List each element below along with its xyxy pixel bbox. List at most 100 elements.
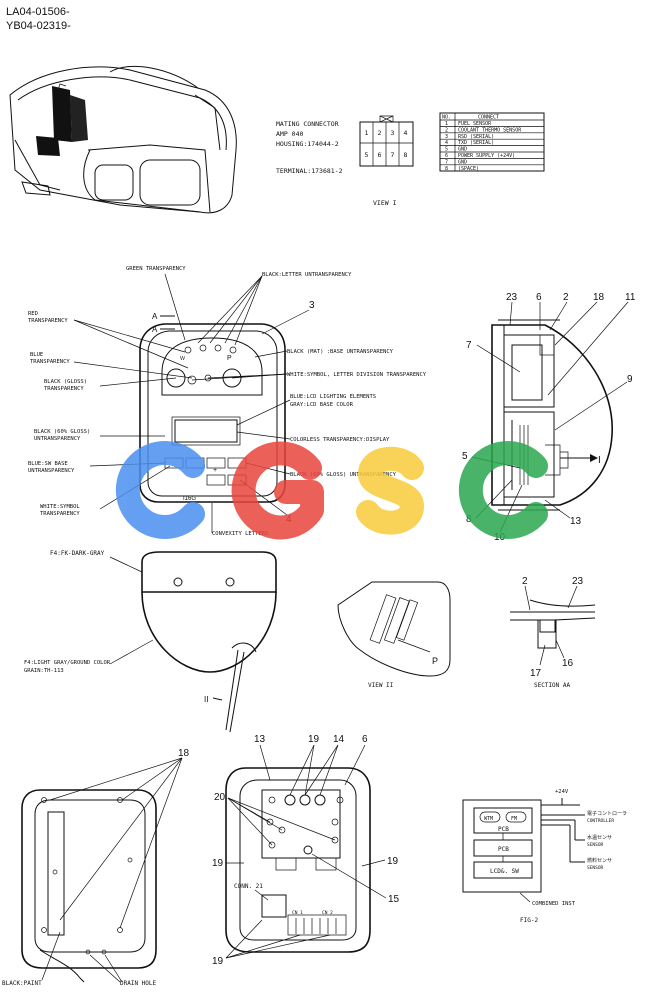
svg-text:5: 5: [445, 147, 448, 153]
svg-text:TXD (SERIAL): TXD (SERIAL): [458, 140, 494, 146]
svg-text:水温センサ: 水温センサ: [587, 834, 612, 841]
svg-text:2: 2: [563, 292, 569, 303]
svg-text:SENSOR: SENSOR: [587, 865, 604, 871]
back-view: 18 BLACK:PAINT DRAIN HOLE: [2, 748, 190, 987]
svg-text:TERMINAL:173681-2: TERMINAL:173681-2: [276, 167, 343, 175]
svg-text:BLACK (60% GLOSS) UNTRANSPAREN: BLACK (60% GLOSS) UNTRANSPARENCY: [290, 472, 397, 478]
svg-text:PCB: PCB: [498, 846, 509, 853]
svg-text:18: 18: [178, 748, 190, 759]
svg-text:8: 8: [445, 166, 448, 172]
svg-text:BLACK (60% GLOSS): BLACK (60% GLOSS): [34, 429, 90, 435]
svg-text:F4:LIGHT GRAY/GROUND COLOR: F4:LIGHT GRAY/GROUND COLOR: [24, 660, 111, 666]
svg-text:23: 23: [572, 576, 584, 587]
svg-text:TRANSPARENCY: TRANSPARENCY: [44, 386, 84, 392]
svg-text:P: P: [227, 355, 232, 362]
svg-text:電子コントローラ: 電子コントローラ: [587, 810, 627, 817]
svg-text:7: 7: [466, 340, 472, 351]
svg-text:COMBINED INST: COMBINED INST: [532, 901, 576, 907]
svg-text:6: 6: [378, 151, 382, 159]
svg-text:13: 13: [570, 516, 582, 527]
svg-text:I: I: [598, 455, 601, 466]
svg-text:GRAY:LCD BASE COLOR: GRAY:LCD BASE COLOR: [290, 402, 354, 408]
part-number-2: YB04-02319-: [6, 20, 71, 32]
svg-text:1: 1: [445, 121, 448, 127]
svg-text:WHITE:SYMBOL: WHITE:SYMBOL: [40, 504, 80, 510]
watermark-letter-1: [115, 441, 205, 539]
svg-text:3: 3: [445, 134, 448, 140]
svg-text:BLACK (MAT) :BASE UNTRANSPAREN: BLACK (MAT) :BASE UNTRANSPARENCY: [287, 349, 394, 355]
svg-text:FM: FM: [511, 816, 517, 822]
svg-text:2: 2: [445, 127, 448, 133]
svg-text:+: +: [213, 467, 217, 474]
watermark-letter-3: [356, 446, 425, 535]
svg-text:17: 17: [530, 668, 542, 679]
svg-text:6: 6: [536, 292, 542, 303]
svg-text:GND: GND: [458, 147, 467, 153]
svg-text:CONN. 21: CONN. 21: [234, 883, 263, 890]
svg-text:+24V: +24V: [555, 789, 569, 795]
svg-text:5: 5: [365, 151, 369, 159]
svg-text:19: 19: [308, 734, 320, 745]
svg-text:POWER SUPPLY (+24V): POWER SUPPLY (+24V): [458, 153, 515, 159]
svg-text:CN 2: CN 2: [322, 910, 333, 916]
svg-text:4: 4: [404, 129, 408, 137]
svg-text:(SPACE): (SPACE): [458, 166, 479, 172]
svg-text:LCD&. SW: LCD&. SW: [490, 868, 519, 875]
svg-text:8: 8: [404, 151, 408, 159]
svg-text:BLUE:LCD LIGHTING ELEMENTS: BLUE:LCD LIGHTING ELEMENTS: [290, 394, 376, 400]
svg-text:9: 9: [627, 374, 633, 385]
svg-text:SECTION AA: SECTION AA: [534, 682, 571, 689]
svg-text:VIEW II: VIEW II: [368, 682, 394, 689]
svg-text:Ｗ: Ｗ: [180, 356, 185, 362]
svg-text:13: 13: [254, 734, 266, 745]
svg-text:1: 1: [365, 129, 369, 137]
svg-text:WTM: WTM: [484, 816, 493, 822]
svg-text:3: 3: [391, 129, 395, 137]
svg-text:BLACK:LETTER UNTRANSPARENCY: BLACK:LETTER UNTRANSPARENCY: [262, 272, 352, 278]
svg-text:20: 20: [214, 792, 226, 803]
svg-text:7: 7: [391, 151, 395, 159]
svg-text:4: 4: [445, 140, 448, 146]
connect-table: NO. CONNECT 1 FUEL SENSOR 2 COOLANT THER…: [439, 112, 545, 172]
side-section-view: 23 6 2 18 11 7 9 5 I 8 13 10: [462, 292, 636, 543]
svg-text:UNTRANSPARENCY: UNTRANSPARENCY: [28, 468, 75, 474]
svg-text:15: 15: [388, 894, 400, 905]
svg-text:6: 6: [362, 734, 368, 745]
svg-text:II: II: [204, 695, 208, 704]
svg-text:SENSOR: SENSOR: [587, 842, 604, 848]
svg-text:CN 1: CN 1: [292, 910, 303, 916]
svg-text:18: 18: [593, 292, 605, 303]
svg-text:11: 11: [625, 292, 636, 303]
svg-text:BLACK (GLOSS): BLACK (GLOSS): [44, 379, 87, 385]
svg-text:GREEN TRANSPARENCY: GREEN TRANSPARENCY: [126, 266, 186, 272]
svg-text:19: 19: [212, 858, 224, 869]
svg-text:P: P: [432, 656, 438, 666]
svg-text:FIG-2: FIG-2: [520, 917, 538, 924]
svg-text:14: 14: [333, 734, 345, 745]
watermark-letter-4: [458, 441, 548, 539]
svg-text:19: 19: [387, 856, 399, 867]
svg-text:RED: RED: [28, 311, 38, 317]
svg-text:16: 16: [562, 658, 574, 669]
svg-text:CONTROLLER: CONTROLLER: [587, 818, 614, 824]
svg-text:WHITE:SYMBOL, LETTER DIVISION: WHITE:SYMBOL, LETTER DIVISION TRANSPAREN…: [287, 372, 427, 378]
svg-text:UNTRANSPARENCY: UNTRANSPARENCY: [34, 436, 81, 442]
svg-text:NO.: NO.: [442, 115, 451, 121]
svg-text:燃料センサ: 燃料センサ: [587, 857, 612, 864]
watermark-logo: [115, 441, 548, 540]
svg-text:I16G: I16G: [183, 496, 196, 502]
svg-text:6: 6: [445, 153, 448, 159]
svg-text:2: 2: [378, 129, 382, 137]
svg-text:BLUE:SW BASE: BLUE:SW BASE: [28, 461, 68, 467]
svg-text:23: 23: [506, 292, 518, 303]
svg-text:MATING CONNECTOR: MATING CONNECTOR: [276, 120, 339, 128]
svg-text:2: 2: [522, 576, 528, 587]
svg-text:5: 5: [462, 451, 468, 462]
mating-connector: MATING CONNECTOR AMP 040 HOUSING:174044-…: [276, 115, 414, 207]
svg-text:PCB: PCB: [498, 826, 509, 833]
part-number-1: LA04-01506-: [6, 6, 70, 18]
svg-text:A: A: [152, 325, 158, 334]
svg-text:COLORLESS TRANSPARENCY:DISPLAY: COLORLESS TRANSPARENCY:DISPLAY: [290, 437, 390, 443]
svg-text:GND: GND: [458, 159, 467, 165]
